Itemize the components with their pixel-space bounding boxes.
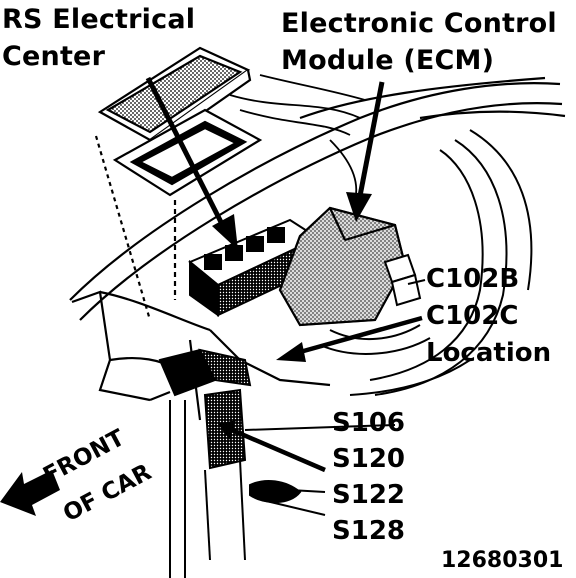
rs-center-arrow: [145, 76, 238, 250]
c102c-arrow: [276, 315, 423, 362]
wheel-well: [349, 129, 533, 396]
c102c-label: C102C: [426, 301, 519, 331]
figure-number: 12680301: [441, 548, 564, 573]
s120-arrow: [218, 420, 326, 473]
c102b-leader: [407, 279, 426, 285]
s128-label: S128: [332, 516, 405, 546]
fender-panel: [69, 76, 566, 321]
s106-label: S106: [332, 408, 405, 438]
s128-leader: [261, 499, 326, 516]
ecm-label-line2: Module (ECM): [281, 45, 495, 76]
splice-area: [158, 348, 302, 578]
ecm-label-line1: Electronic Control: [281, 8, 557, 39]
s122-leader: [289, 489, 326, 493]
ecm-module: [278, 206, 407, 327]
rs-electrical-center-label-line1: RS Electrical: [2, 4, 196, 35]
front-of-car-arrow: [0, 470, 60, 516]
s122-label: S122: [332, 480, 405, 510]
c102b-label: C102B: [426, 264, 520, 294]
ecm-arrow: [346, 81, 385, 222]
s106-leader: [244, 424, 396, 431]
location-label: Location: [426, 338, 552, 368]
rs-electrical-center-label-line2: Center: [2, 41, 106, 72]
s120-label: S120: [332, 444, 405, 474]
